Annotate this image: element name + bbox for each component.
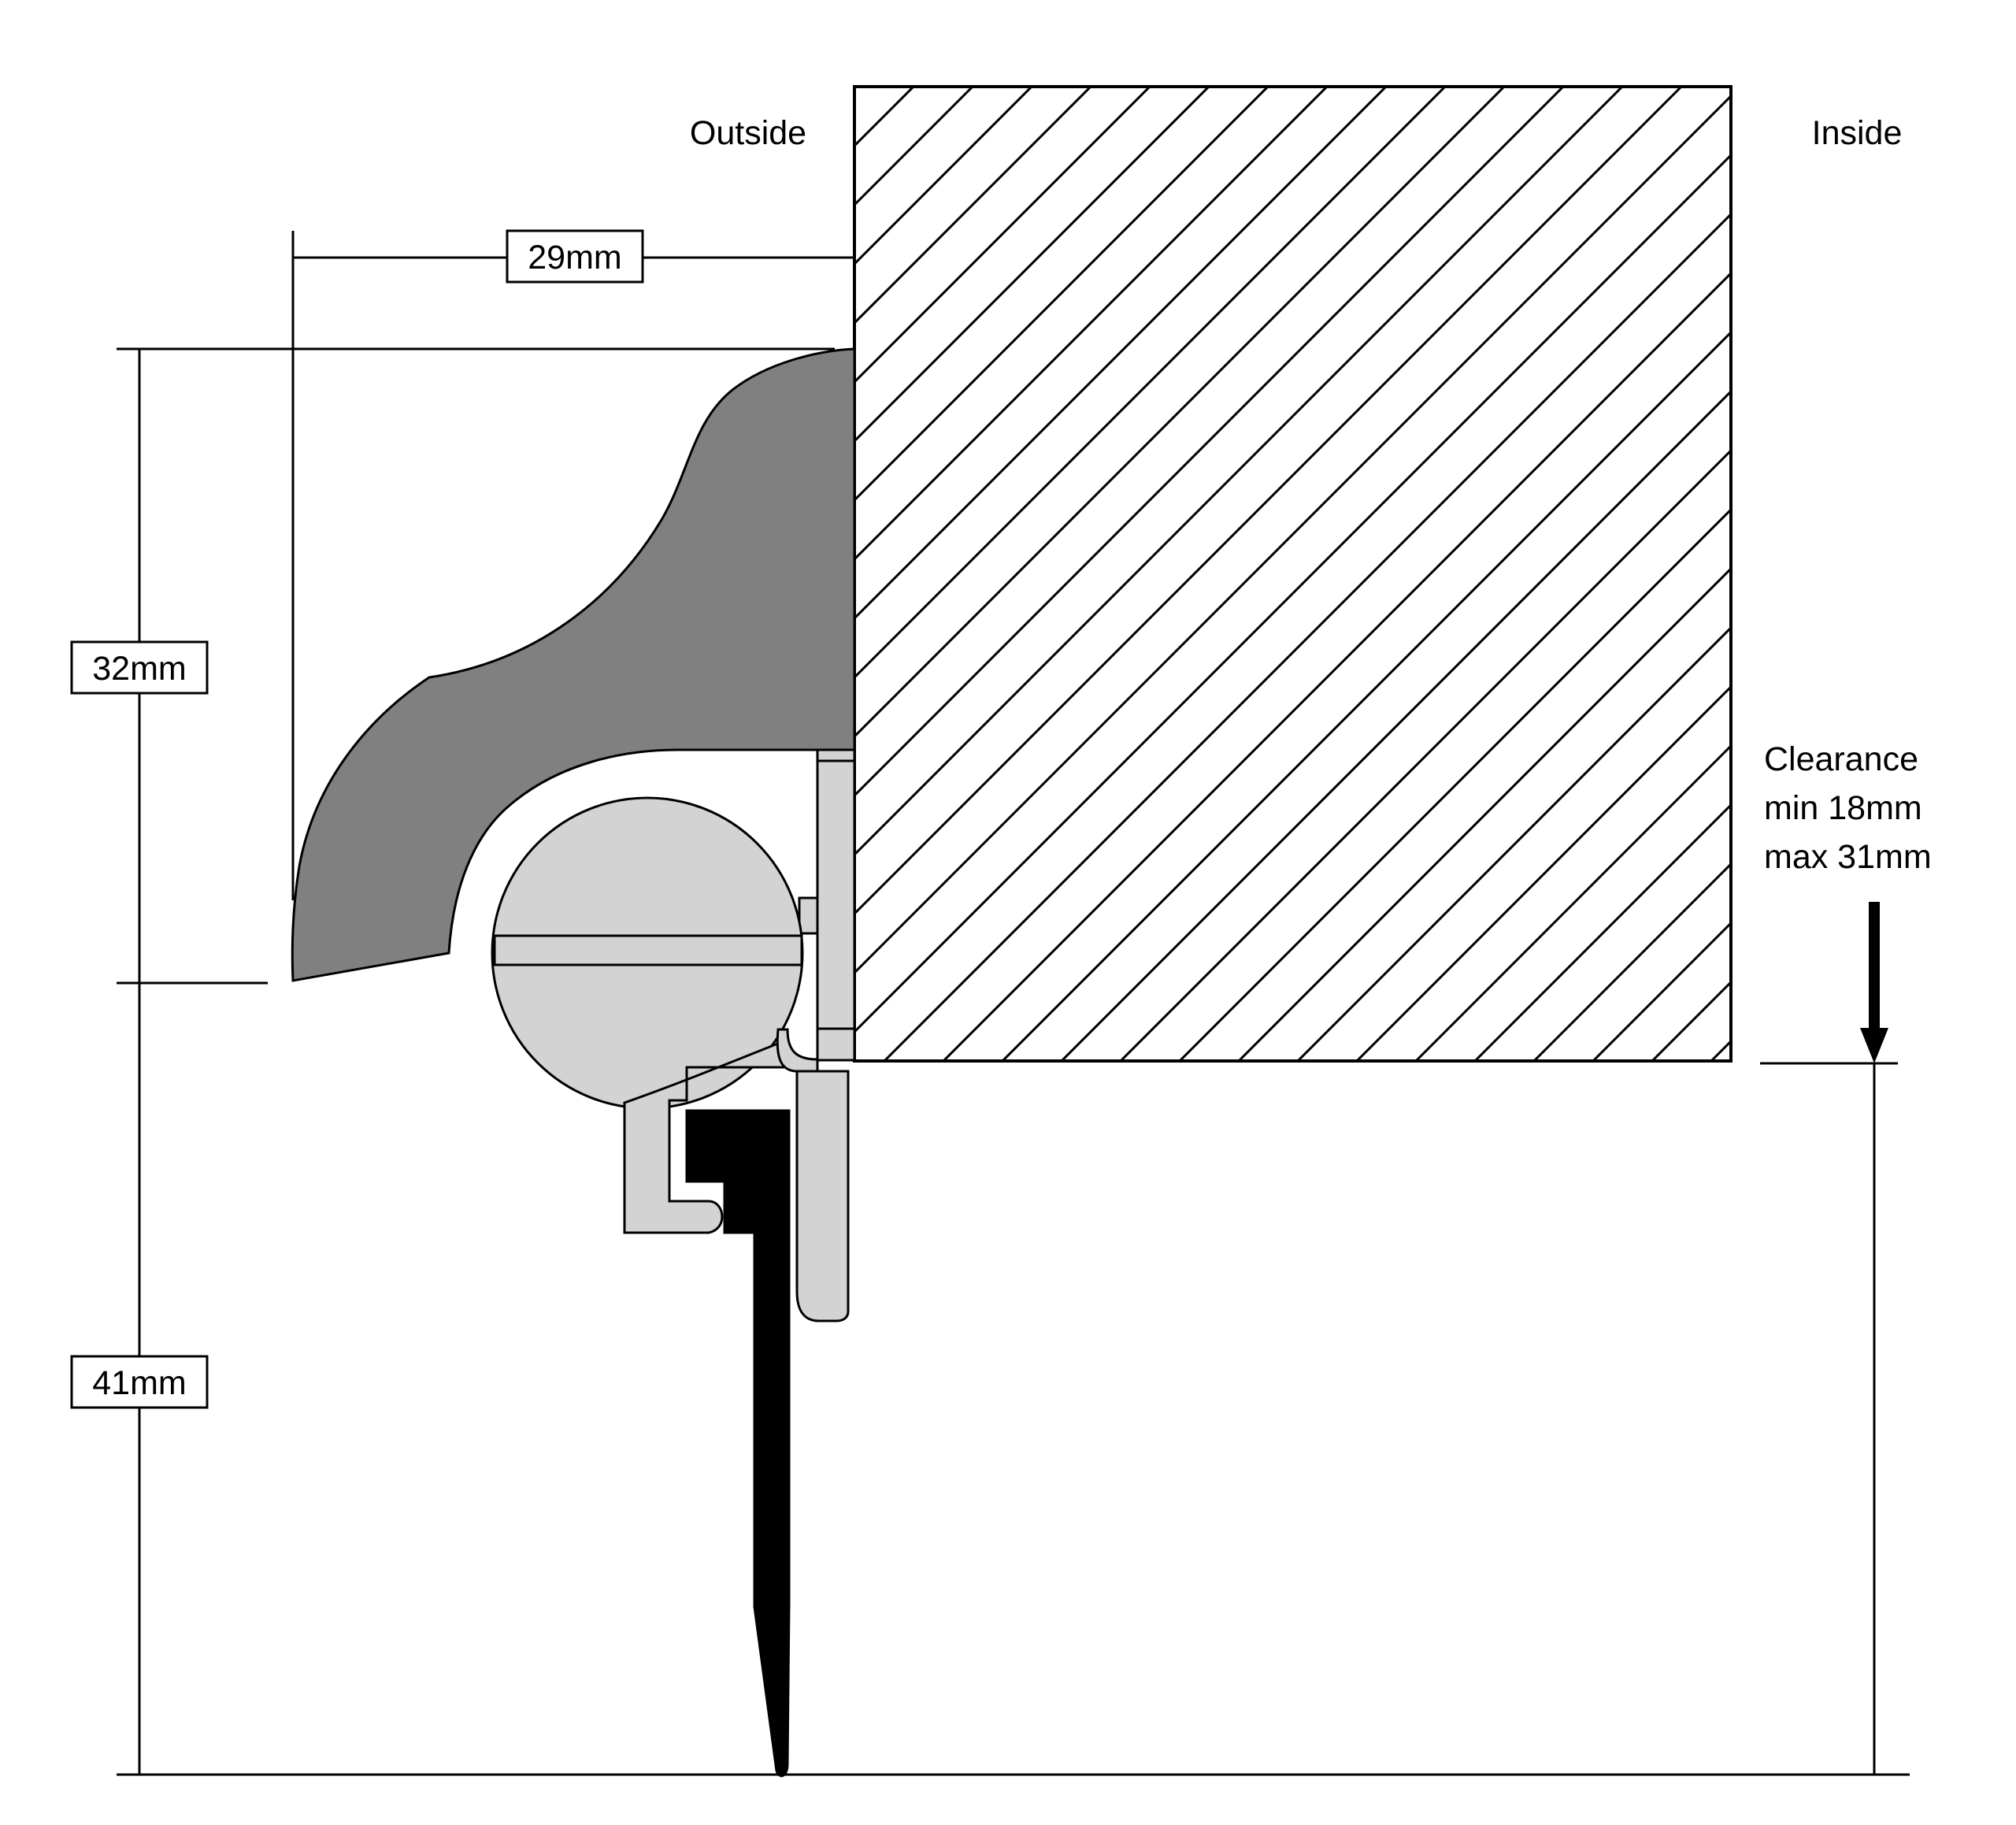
dimension-height-upper: 32mm bbox=[70, 347, 835, 1775]
hatch-line bbox=[854, 87, 975, 207]
weatherbar-profile bbox=[291, 347, 856, 982]
hatch-line bbox=[1414, 744, 1731, 1061]
hatch-line bbox=[1354, 684, 1731, 1061]
door-section bbox=[853, 85, 1732, 1063]
hatch-line bbox=[854, 87, 1388, 621]
hatch-line bbox=[854, 87, 1447, 680]
hatch-line bbox=[854, 87, 1270, 503]
hatch-line bbox=[1532, 862, 1731, 1061]
hatch-line bbox=[854, 87, 1566, 798]
hatch-line bbox=[854, 87, 1625, 857]
hatch-line bbox=[1295, 625, 1731, 1061]
hatch-line bbox=[854, 87, 1329, 562]
clearance-line-1: Clearance bbox=[1764, 740, 1918, 778]
hatch-line bbox=[854, 87, 1506, 739]
clearance-line-2: min 18mm bbox=[1764, 789, 1922, 827]
hatch-line bbox=[1591, 921, 1731, 1061]
hatch-line bbox=[854, 87, 1211, 443]
dimension-height-lower: 41mm bbox=[70, 1355, 209, 1409]
hatch-line bbox=[854, 87, 1093, 325]
door-outline bbox=[853, 85, 1732, 1063]
clearance-arrow-shaft bbox=[1869, 902, 1880, 1032]
outside-label: Outside bbox=[690, 114, 806, 152]
screw-head bbox=[491, 796, 804, 1110]
dimension-height-upper-label: 32mm bbox=[92, 650, 186, 688]
seal-skirt bbox=[795, 1070, 850, 1322]
hatch-line bbox=[1473, 803, 1731, 1061]
clearance-dimension: Clearance min 18mm max 31mm bbox=[1760, 740, 1932, 1775]
hatch-line bbox=[854, 87, 1034, 266]
inside-label: Inside bbox=[1812, 114, 1903, 152]
clearance-label: Clearance min 18mm max 31mm bbox=[1764, 740, 1932, 876]
clearance-line-3: max 31mm bbox=[1764, 838, 1932, 876]
hatch-line bbox=[854, 94, 1731, 975]
hatch-line bbox=[882, 212, 1731, 1061]
hatch-line bbox=[1118, 448, 1731, 1061]
brush-holder bbox=[623, 1037, 789, 1234]
hatch-line bbox=[1650, 980, 1731, 1061]
hatch-line bbox=[1236, 566, 1731, 1061]
hatch-line bbox=[1000, 330, 1731, 1061]
hatch-line bbox=[941, 271, 1731, 1061]
clearance-arrow-head bbox=[1860, 1028, 1888, 1063]
hatch-line bbox=[1177, 507, 1731, 1061]
hatch-line bbox=[1059, 389, 1731, 1061]
dimension-width-label: 29mm bbox=[528, 239, 621, 276]
hatch-line bbox=[854, 87, 1152, 384]
dimension-height-lower-label: 41mm bbox=[92, 1364, 186, 1402]
hook-joint bbox=[776, 1028, 819, 1073]
door-hatch bbox=[854, 87, 1731, 1061]
hatch-line bbox=[854, 87, 1684, 916]
hatch-line bbox=[854, 153, 1731, 1034]
dimension-width: 29mm bbox=[291, 229, 854, 900]
carrier-strip bbox=[798, 748, 856, 1062]
